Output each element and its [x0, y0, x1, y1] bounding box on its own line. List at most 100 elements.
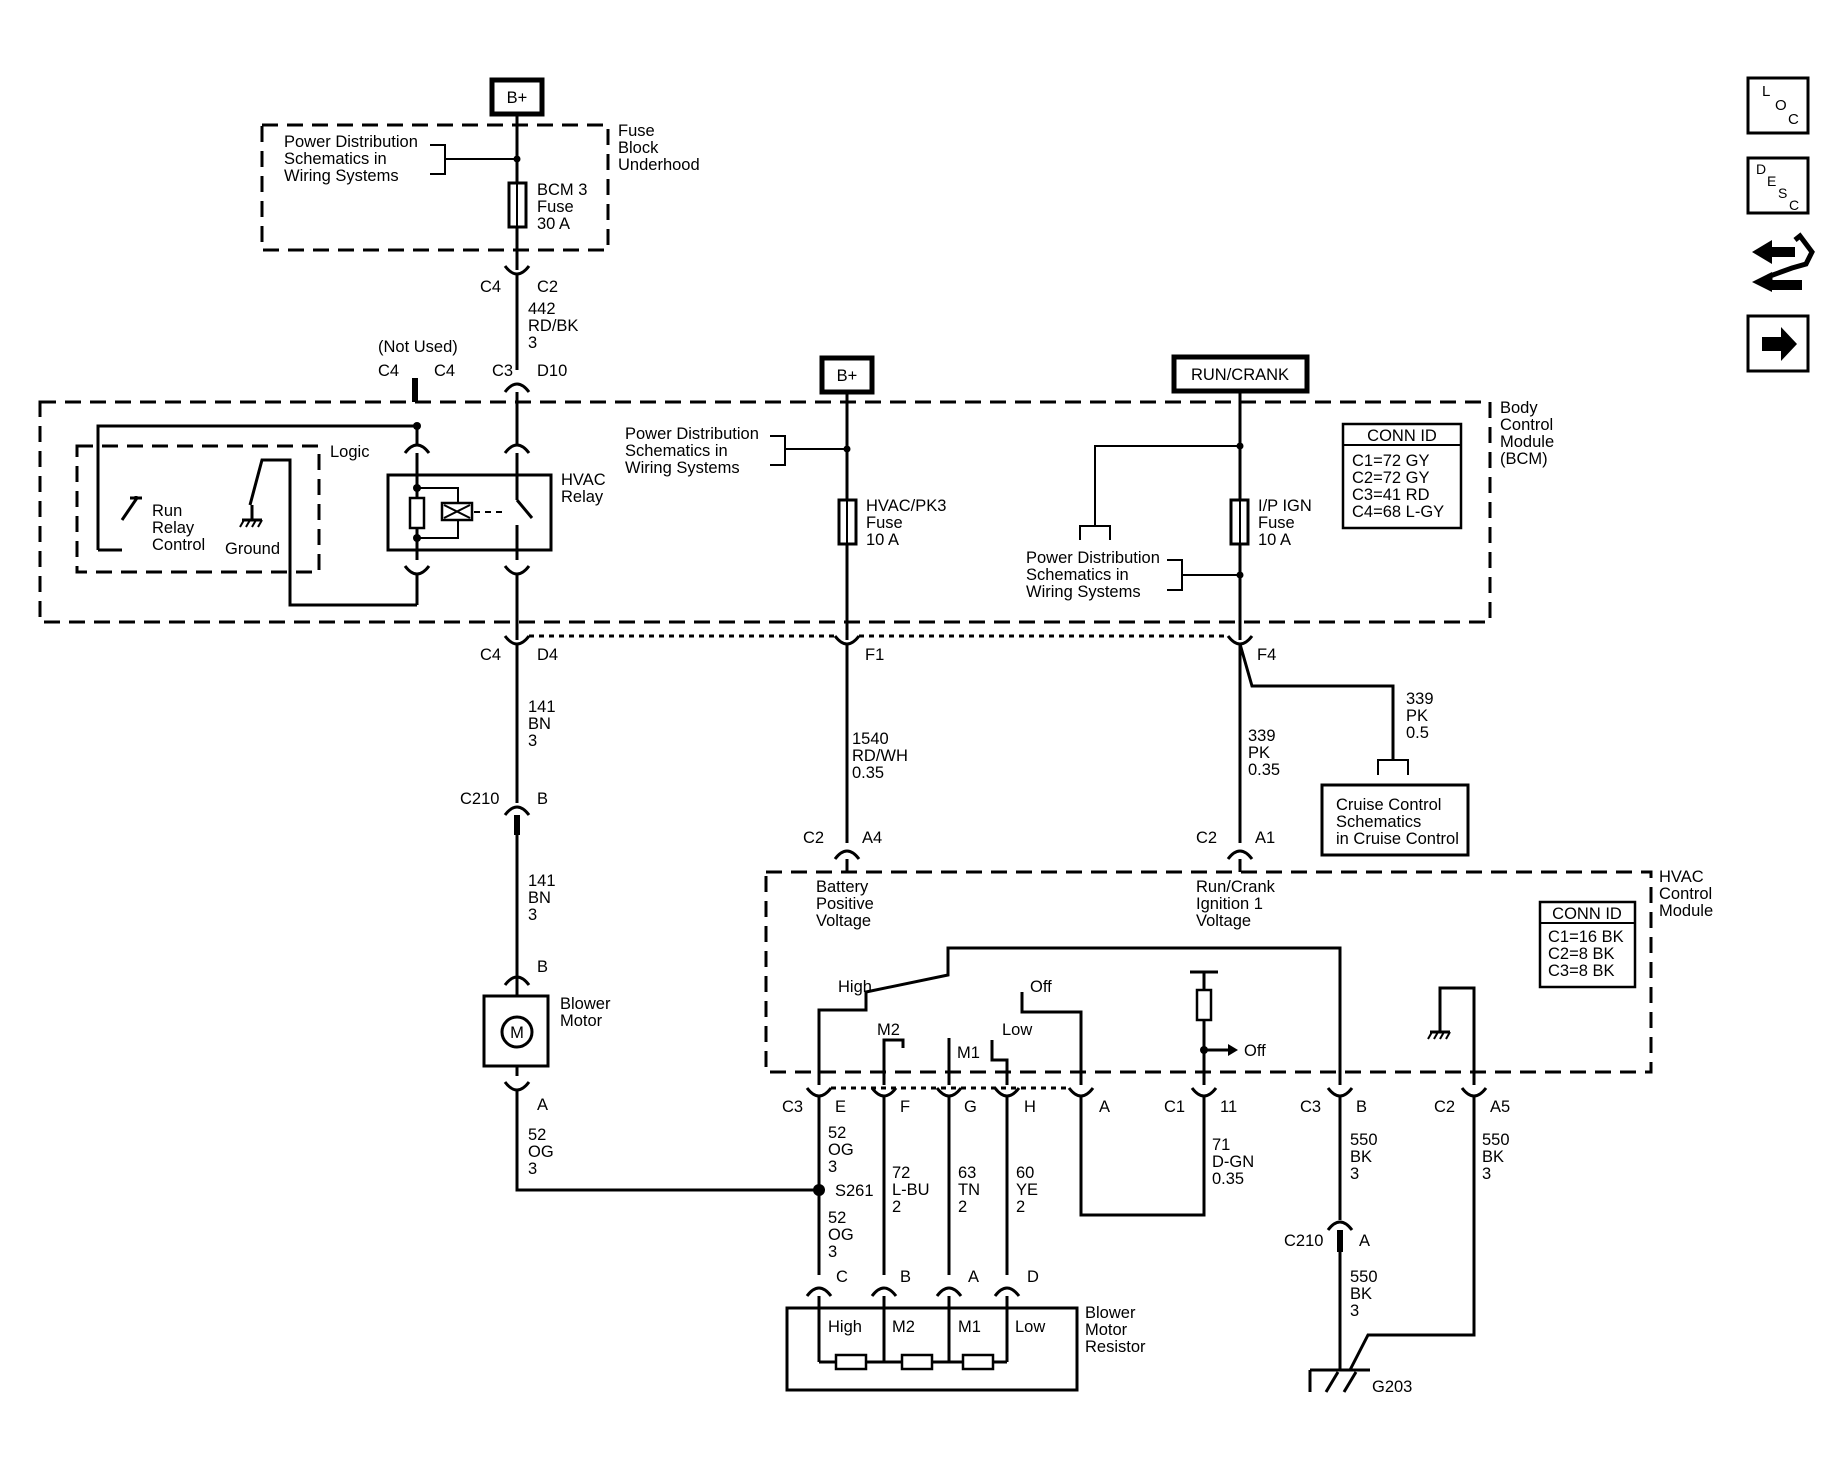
bcm-conn-c3: C3=41 RD [1352, 486, 1430, 504]
run-relay-1: Run [152, 502, 182, 520]
bplus-mid-label: B+ [837, 367, 858, 385]
wire-1540-color: RD/WH [852, 747, 908, 765]
hvac-control-module: HVAC Control Module Battery Positive Vol… [764, 868, 1713, 1085]
bcm-title-1: Body [1500, 399, 1538, 417]
wire-339b-num: 339 [1406, 690, 1434, 708]
pin-11: 11 [1220, 1098, 1237, 1116]
wire-339b-gauge: 0.5 [1406, 724, 1429, 742]
wire-442-gauge: 3 [528, 334, 537, 352]
pds-mid-1: Power Distribution [625, 425, 759, 443]
blower-motor: M [482, 994, 550, 1068]
switch-m1: M1 [957, 1044, 980, 1062]
pds-right-2: Schematics in [1026, 566, 1129, 584]
hvac-conn-id-title: CONN ID [1552, 905, 1622, 923]
pin-c3b: C3 [1300, 1098, 1321, 1116]
bcm-conn-id-title: CONN ID [1367, 427, 1437, 445]
connector-icon[interactable] [1752, 232, 1815, 292]
desc-letter-c: C [1789, 197, 1799, 213]
conn-c3: C3 [492, 362, 513, 380]
next-arrow-icon [1762, 327, 1797, 361]
pin-c3: C3 [782, 1098, 803, 1116]
wire-52b-gauge: 3 [828, 1243, 837, 1261]
resistor-label-2: Motor [1085, 1321, 1128, 1339]
pin-g: G [964, 1098, 977, 1116]
res-high: High [828, 1318, 862, 1336]
wire-339b-color: PK [1406, 707, 1428, 725]
hvac-conn-c2: C2=8 BK [1548, 945, 1615, 963]
wire-71-gauge: 0.35 [1212, 1170, 1244, 1188]
wire-60-num: 60 [1016, 1164, 1034, 1182]
hvac-conn-id-box [1538, 900, 1637, 989]
wire-141a-num: 141 [528, 698, 556, 716]
switch-m2: M2 [877, 1021, 900, 1039]
fuse-block-pds-3: Wiring Systems [284, 167, 399, 185]
cruise-control-box[interactable] [1320, 783, 1470, 857]
fuse-ip-1: I/P IGN [1258, 497, 1312, 515]
wire-442-color: RD/BK [528, 317, 578, 335]
wire-71-color: D-GN [1212, 1153, 1254, 1171]
pin-h: H [1024, 1098, 1036, 1116]
hvac-title-3: Module [1659, 902, 1713, 920]
wire-550c-num: 550 [1482, 1131, 1510, 1149]
loc-button[interactable]: L O C [1746, 76, 1810, 135]
run-crank-label: RUN/CRANK [1191, 366, 1289, 384]
blower-motor-symbol: M [510, 1024, 524, 1042]
bcm-title-4: (BCM) [1500, 450, 1548, 468]
wire-550b-num: 550 [1350, 1268, 1378, 1286]
fuse-bcm3-label-2: Fuse [537, 198, 574, 216]
wire-442-num: 442 [528, 300, 556, 318]
desc-letter-d: D [1756, 161, 1766, 177]
wire-52a-num: 52 [528, 1126, 546, 1144]
bcm-outline [38, 400, 1492, 624]
fuse-block-pds-2: Schematics in [284, 150, 387, 168]
conn-a1: A1 [1255, 829, 1275, 847]
wire-63-gauge: 2 [958, 1198, 967, 1216]
fuse-ip-3: 10 A [1258, 531, 1291, 549]
wire-141b-color: BN [528, 889, 551, 907]
pin-f: F [900, 1098, 910, 1116]
fuse-block-pds-1: Power Distribution [284, 133, 418, 151]
bcm-conn-id-box [1341, 422, 1463, 530]
wire-52-upper-color: OG [828, 1141, 854, 1159]
switch-off2: Off [1244, 1042, 1266, 1060]
desc-button[interactable]: D E S C [1746, 156, 1810, 215]
wire-141b-num: 141 [528, 872, 556, 890]
next-arrow-button[interactable] [1746, 314, 1810, 373]
resistor-label-3: Resistor [1085, 1338, 1146, 1356]
bcm-conn-c4: C4=68 L-GY [1352, 503, 1444, 521]
cruise-1: Cruise Control [1336, 796, 1441, 814]
conn-c2-a4-left: C2 [803, 829, 824, 847]
battery-2: Positive [816, 895, 874, 913]
conn-a4: A4 [862, 829, 882, 847]
bcm-conn-c2: C2=72 GY [1352, 469, 1430, 487]
bplus-top-label: B+ [507, 89, 528, 107]
not-used-c4-left: C4 [378, 362, 399, 380]
conn-c210-top: C210 [460, 790, 499, 808]
res-pin-d: D [1027, 1268, 1039, 1286]
wire-550c-gauge: 3 [1482, 1165, 1491, 1183]
ground-g203-label: G203 [1372, 1378, 1412, 1396]
blower-pin-b: B [537, 958, 548, 976]
wire-63-num: 63 [958, 1164, 976, 1182]
res-m2: M2 [892, 1318, 915, 1336]
hvac-relay-1: HVAC [561, 471, 606, 489]
blower-label-1: Blower [560, 995, 611, 1013]
pin-c2: C2 [1434, 1098, 1455, 1116]
wire-141a-gauge: 3 [528, 732, 537, 750]
splice-label: S261 [835, 1182, 874, 1200]
wire-52a-gauge: 3 [528, 1160, 537, 1178]
fuse-ip-2: Fuse [1258, 514, 1295, 532]
run-relay-2: Relay [152, 519, 195, 537]
conn-f4: F4 [1257, 646, 1276, 664]
pin-a5: A5 [1490, 1098, 1510, 1116]
ground-g203 [1308, 1368, 1370, 1393]
wire-72-gauge: 2 [892, 1198, 901, 1216]
wire-60-color: YE [1016, 1181, 1038, 1199]
wire-141b-gauge: 3 [528, 906, 537, 924]
wire-52b-color: OG [828, 1226, 854, 1244]
fuse-bcm3-label-1: BCM 3 [537, 181, 587, 199]
resistor-label-1: Blower [1085, 1304, 1136, 1322]
res-pin-a: A [968, 1268, 979, 1286]
wire-63-color: TN [958, 1181, 980, 1199]
fuse-block-underhood: B+ Fuse Block Underhood Power Distributi… [260, 77, 700, 270]
